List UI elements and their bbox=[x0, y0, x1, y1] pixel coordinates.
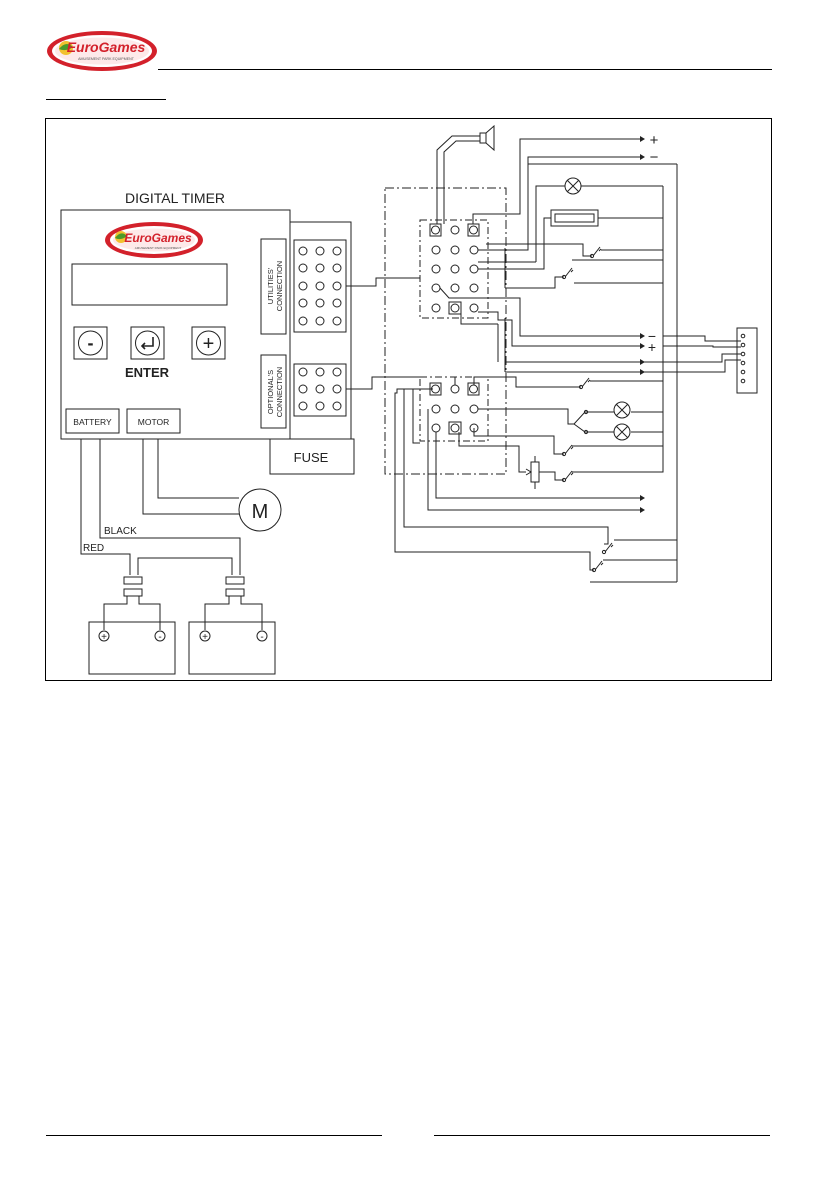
battery-link-wire bbox=[138, 558, 232, 575]
footer-rule-left bbox=[46, 1135, 382, 1136]
motor-symbol-label: M bbox=[252, 501, 269, 523]
optionals-label-line2: CONNECTION bbox=[275, 367, 284, 417]
output-wire-498 bbox=[436, 432, 640, 498]
upper-terminals bbox=[430, 224, 479, 314]
output-plus-label: + bbox=[648, 339, 656, 355]
svg-text:-: - bbox=[88, 333, 94, 353]
lower-block-feed bbox=[413, 389, 420, 443]
utilities-connector bbox=[294, 240, 346, 332]
svg-text:EuroGames: EuroGames bbox=[124, 231, 192, 245]
svg-text:+: + bbox=[203, 333, 215, 355]
battery-red-wire bbox=[81, 439, 130, 575]
lamp-1-icon bbox=[565, 178, 581, 194]
output-plus-wire bbox=[478, 312, 640, 346]
utilities-cable bbox=[346, 278, 420, 286]
timer-display bbox=[72, 264, 227, 305]
switch-6-icon bbox=[602, 543, 613, 554]
fuse-label: FUSE bbox=[294, 450, 329, 465]
battery-left: + - bbox=[89, 622, 175, 674]
speaker-wires bbox=[437, 136, 480, 224]
footer-rule-right bbox=[434, 1135, 770, 1136]
lamp-2-icon bbox=[614, 402, 630, 418]
supply-plus-label: + bbox=[650, 132, 659, 149]
utilities-label-line1: UTILITIES' bbox=[266, 267, 275, 304]
svg-text:AMUSEMENT PARK EQUIPMENT: AMUSEMENT PARK EQUIPMENT bbox=[135, 246, 182, 250]
wire-black-label: BLACK bbox=[104, 526, 137, 537]
output-wire-510 bbox=[428, 409, 640, 510]
terminal-strip-wires bbox=[505, 336, 741, 372]
lamp-3-icon bbox=[614, 424, 630, 440]
motor-label: MOTOR bbox=[138, 417, 169, 427]
enter-arrow-icon bbox=[142, 337, 153, 349]
speaker-icon bbox=[480, 126, 494, 150]
svg-text:-: - bbox=[158, 632, 161, 643]
battery-label: BATTERY bbox=[73, 417, 112, 427]
potentiometer-wire bbox=[459, 432, 535, 489]
switch-7-wire bbox=[395, 389, 677, 570]
plus-button[interactable]: + bbox=[192, 327, 225, 359]
optionals-label-line1: OPTIONAL'S bbox=[266, 370, 275, 414]
lamp-2-wire bbox=[455, 377, 663, 424]
optionals-cable bbox=[346, 377, 420, 389]
switch-6-wire bbox=[404, 389, 677, 551]
svg-text:+: + bbox=[101, 632, 107, 643]
fuse-element bbox=[551, 210, 598, 226]
terminal-strip-screws bbox=[741, 334, 745, 383]
enter-label: ENTER bbox=[125, 365, 170, 380]
upper-block-link bbox=[461, 312, 498, 324]
optionals-connector bbox=[294, 364, 346, 416]
battery-black-wire bbox=[100, 439, 240, 575]
switch-5-wire bbox=[539, 462, 663, 480]
motor-wires bbox=[143, 439, 239, 514]
lower-terminals bbox=[430, 383, 479, 434]
minus-button[interactable]: - bbox=[74, 327, 107, 359]
output-minus-wire bbox=[440, 288, 640, 336]
supply-minus-wire bbox=[478, 157, 640, 250]
svg-text:-: - bbox=[260, 632, 263, 643]
supply-minus-label: − bbox=[650, 149, 659, 166]
utilities-label-line2: CONNECTION bbox=[275, 261, 284, 311]
utilities-pins bbox=[299, 247, 341, 325]
terminal-risers bbox=[498, 318, 505, 372]
fuse-element-inner bbox=[555, 214, 594, 222]
supply-plus-wire bbox=[473, 139, 640, 224]
svg-text:+: + bbox=[202, 632, 208, 643]
timer-title: DIGITAL TIMER bbox=[125, 190, 225, 206]
wire-red-label: RED bbox=[83, 543, 104, 554]
potentiometer-icon bbox=[531, 462, 539, 482]
switch-2-wire bbox=[505, 260, 663, 288]
optionals-pins bbox=[299, 368, 341, 410]
enter-button[interactable] bbox=[131, 327, 164, 359]
switch-3-wire bbox=[474, 377, 663, 400]
timer-logo: EuroGames AMUSEMENT PARK EQUIPMENT bbox=[105, 222, 203, 258]
